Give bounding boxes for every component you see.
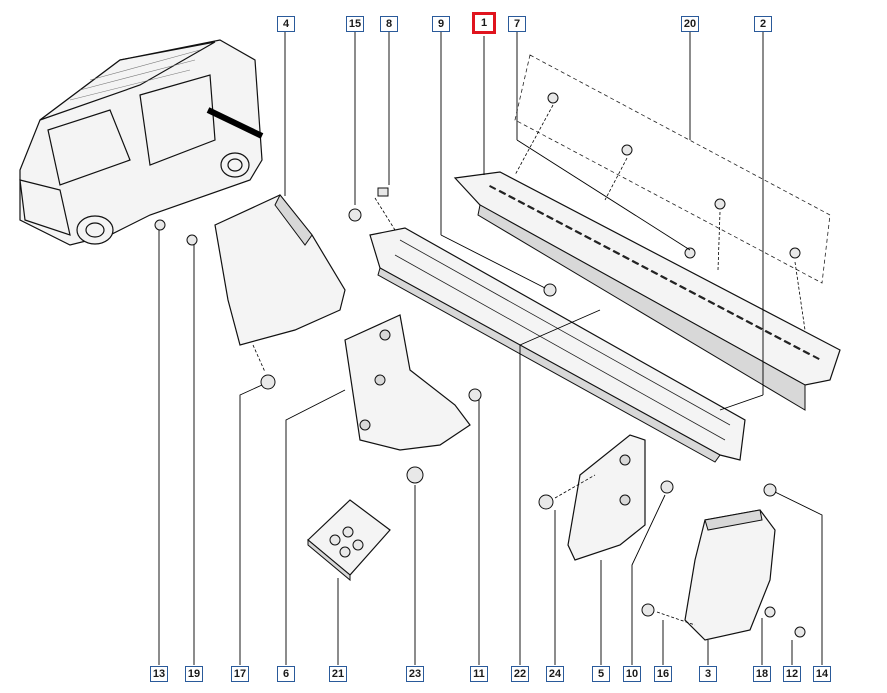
leader-lines [158,32,823,665]
callout-16[interactable]: 16 [654,666,672,682]
fasteners [154,92,806,638]
callout-14[interactable]: 14 [813,666,831,682]
callout-10[interactable]: 10 [623,666,641,682]
callout-19[interactable]: 19 [185,666,203,682]
left-support-bracket-part [344,314,471,451]
callout-1[interactable]: 1 [472,12,496,34]
callout-15[interactable]: 15 [346,16,364,32]
callout-6[interactable]: 6 [277,666,295,682]
callout-2[interactable]: 2 [754,16,772,32]
callout-8[interactable]: 8 [380,16,398,32]
right-support-bracket-part [567,434,646,561]
callout-18[interactable]: 18 [753,666,771,682]
van-icon [19,39,264,246]
callout-13[interactable]: 13 [150,666,168,682]
step-tread-part [453,171,841,411]
right-end-cover-part [684,509,776,641]
callout-9[interactable]: 9 [432,16,450,32]
assembly-arrows [252,104,806,626]
callout-24[interactable]: 24 [546,666,564,682]
callout-11[interactable]: 11 [470,666,488,682]
callout-4[interactable]: 4 [277,16,295,32]
callout-3[interactable]: 3 [699,666,717,682]
callout-23[interactable]: 23 [406,666,424,682]
left-end-cover-part [214,194,346,346]
callout-5[interactable]: 5 [592,666,610,682]
step-bracket-part [369,227,746,463]
callout-7[interactable]: 7 [508,16,526,32]
callout-22[interactable]: 22 [511,666,529,682]
callout-20[interactable]: 20 [681,16,699,32]
callout-21[interactable]: 21 [329,666,347,682]
fastener-kit-box [307,499,391,582]
callout-17[interactable]: 17 [231,666,249,682]
callout-12[interactable]: 12 [783,666,801,682]
